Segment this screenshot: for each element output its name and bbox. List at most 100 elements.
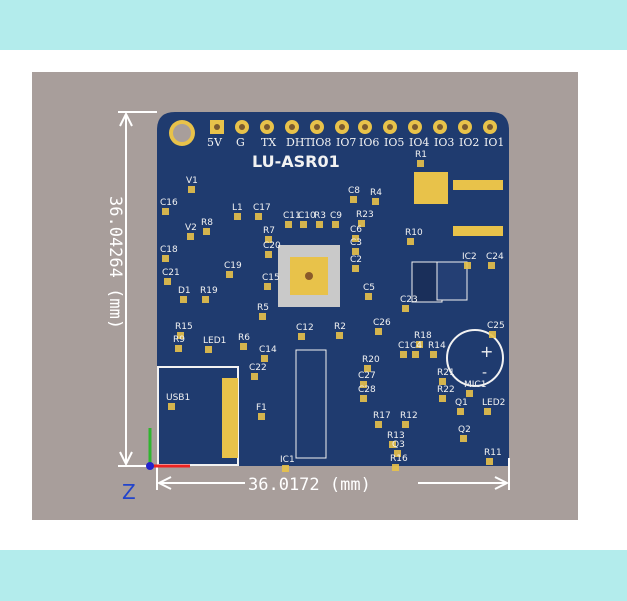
component-label: L1 — [232, 203, 243, 213]
pin-label: IO6 — [359, 136, 379, 149]
pin-hole — [214, 124, 220, 130]
component-label: R15 — [175, 322, 193, 332]
component-label: C28 — [358, 385, 376, 395]
pin-label: IO8 — [311, 136, 331, 149]
component-pad — [202, 296, 209, 303]
component-label: R21 — [437, 368, 455, 378]
component-pad — [316, 221, 323, 228]
component-pad — [300, 221, 307, 228]
pin-hole — [437, 124, 443, 130]
component-label: R10 — [405, 228, 423, 238]
component-pad — [261, 355, 268, 362]
width-dimension-label: 36.0172 (mm) — [248, 475, 371, 495]
pin-hole — [387, 124, 393, 130]
component-label: R8 — [201, 218, 213, 228]
component-label: C4 — [410, 341, 422, 351]
mic-plus: + — [480, 342, 493, 361]
component-label: R17 — [373, 411, 391, 421]
component-pad — [180, 296, 187, 303]
component-label: C22 — [249, 363, 267, 373]
component-pad — [265, 236, 272, 243]
component-pad — [350, 196, 357, 203]
pin-label: DHT — [286, 136, 312, 149]
component-label: R9 — [173, 335, 185, 345]
pin-hole — [239, 124, 245, 130]
pin-hole — [314, 124, 320, 130]
component-pad — [259, 313, 266, 320]
mcu-via — [305, 272, 313, 280]
component-pad — [234, 213, 241, 220]
usb-pads — [222, 378, 238, 458]
axis-triad — [146, 428, 190, 470]
component-pad — [188, 186, 195, 193]
width-dimension — [156, 458, 510, 490]
component-pad — [489, 331, 496, 338]
component-label: C1 — [398, 341, 410, 351]
component-pad — [439, 378, 446, 385]
component-label: C8 — [348, 186, 360, 196]
bottom-band — [0, 550, 627, 601]
board-title: LU-ASR01 — [252, 152, 340, 171]
pin-label: IO7 — [336, 136, 356, 149]
pin-label: G — [236, 136, 245, 149]
pin-hole — [264, 124, 270, 130]
component-label: C14 — [259, 345, 277, 355]
component-label: LED1 — [203, 336, 226, 346]
component-label: C16 — [160, 198, 178, 208]
component-label: R11 — [484, 448, 502, 458]
pin-label: IO3 — [434, 136, 454, 149]
pin-label: IO2 — [459, 136, 479, 149]
component-label: C6 — [350, 225, 362, 235]
component-pad — [258, 413, 265, 420]
component-pad — [240, 343, 247, 350]
component-pad — [439, 395, 446, 402]
component-label: R5 — [257, 303, 269, 313]
component-pad — [187, 233, 194, 240]
component-pad — [466, 390, 473, 397]
component-pad — [164, 278, 171, 285]
component-label: C11 — [283, 211, 301, 221]
component-label: R19 — [200, 286, 218, 296]
pin-hole — [362, 124, 368, 130]
component-pad — [457, 408, 464, 415]
pin-hole — [487, 124, 493, 130]
large-pad — [453, 226, 503, 236]
component-label: C26 — [373, 318, 391, 328]
component-label: R1 — [415, 150, 427, 160]
component-label: C27 — [358, 371, 376, 381]
pin-label: IO5 — [384, 136, 404, 149]
component-pad — [205, 346, 212, 353]
component-pad — [251, 373, 258, 380]
component-label: C15 — [262, 273, 280, 283]
component-label: R7 — [263, 226, 275, 236]
component-pad — [402, 421, 409, 428]
component-pad — [484, 408, 491, 415]
component-label: C5 — [363, 283, 375, 293]
pin-hole — [289, 124, 295, 130]
component-label: C19 — [224, 261, 242, 271]
component-pad — [460, 435, 467, 442]
pin-label: 5V — [207, 136, 223, 149]
component-pad — [168, 403, 175, 410]
component-pad — [364, 365, 371, 372]
z-axis-label: Z — [122, 480, 136, 504]
component-label: IC2 — [462, 252, 477, 262]
component-label: Q2 — [458, 425, 471, 435]
component-pad — [375, 328, 382, 335]
component-label: R2 — [334, 322, 346, 332]
component-label: C3 — [350, 238, 362, 248]
large-pad — [414, 172, 448, 204]
component-label: F1 — [256, 403, 267, 413]
ic1-outline — [295, 349, 327, 459]
component-pad — [264, 283, 271, 290]
component-pad — [365, 293, 372, 300]
component-pad — [486, 458, 493, 465]
component-label: R4 — [370, 188, 382, 198]
component-label: LED2 — [482, 398, 505, 408]
component-pad — [162, 208, 169, 215]
height-dimension-label: 36.04264 (mm) — [105, 196, 125, 329]
component-label: C20 — [263, 241, 281, 251]
component-pad — [298, 333, 305, 340]
component-pad — [416, 341, 423, 348]
